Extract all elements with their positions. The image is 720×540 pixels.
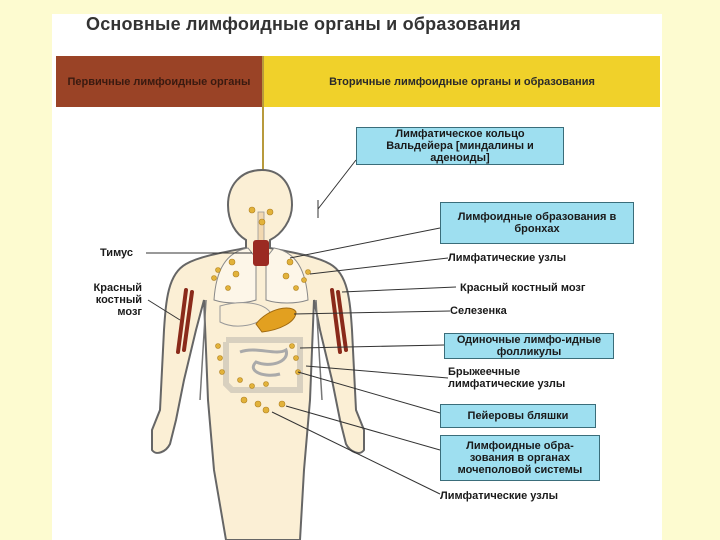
body-silhouette	[151, 168, 365, 540]
pointer-lines	[146, 159, 457, 495]
red-marrow-label-right: Красный костный мозг	[460, 282, 586, 294]
large-intestine	[223, 337, 303, 393]
lymph-nodes-label: Лимфатические узлы	[448, 252, 566, 264]
page-title: Основные лимфоидные органы и образования	[86, 14, 521, 34]
thymus-label: Тимус	[100, 247, 134, 259]
secondary-organs-header: Вторичные лимфоидные органы и образовани…	[264, 56, 660, 107]
peyer-patches-box: Пейеровы бляшки	[440, 404, 596, 428]
spleen-organ	[255, 307, 297, 333]
mesenteric-nodes-label: Брыжеечные лимфатические узлы	[448, 366, 566, 390]
red-marrow-label-left: Красный костный мозг	[93, 282, 142, 318]
primary-organs-header: Первичные лимфоидные органы	[56, 56, 262, 107]
urogenital-lymphoid-box: Лимфоидные обра-зования в органах мочепо…	[440, 435, 600, 481]
trachea	[257, 211, 265, 243]
small-intestine	[239, 347, 288, 377]
lymph-nodes-bottom-label: Лимфатические узлы	[440, 490, 558, 502]
bone-marrow-marks	[176, 288, 348, 354]
thymus-organ	[253, 240, 269, 266]
right-arm-inner	[315, 299, 323, 401]
bronchial-lymphoid-box: Лимфоидные образования в бронхах	[440, 202, 634, 244]
waldeyer-ring-box: Лимфатическое кольцо Вальдейера [миндали…	[356, 127, 564, 165]
solitary-follicles-box: Одиночные лимфо-идные фолликулы	[444, 333, 614, 359]
spleen-label: Селезенка	[450, 305, 507, 317]
left-arm-inner	[199, 299, 207, 401]
